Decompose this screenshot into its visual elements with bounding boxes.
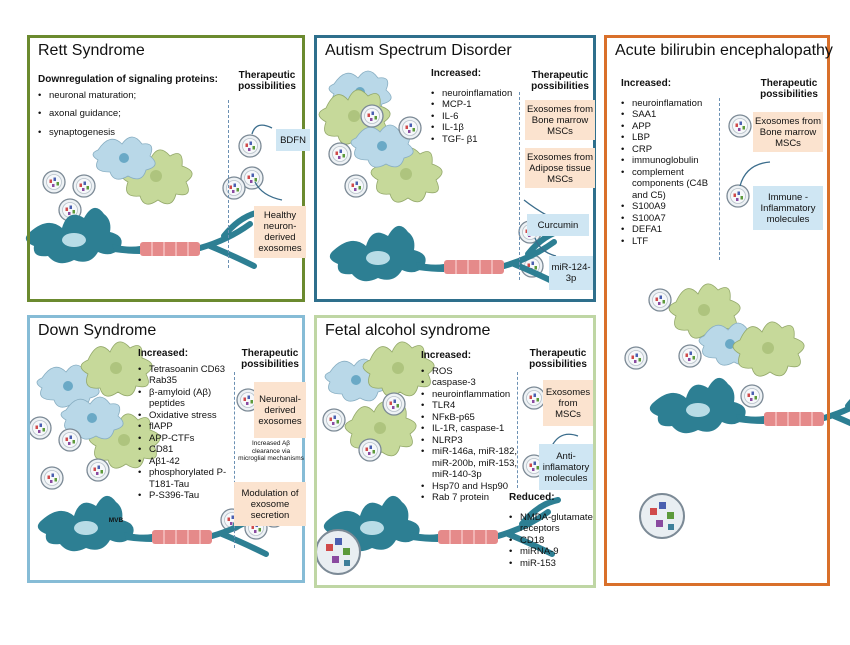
- rett-arrow-1: [251, 124, 273, 135]
- down-mvb-label: MVB: [108, 517, 124, 524]
- bilirubin-arrow: [739, 161, 771, 187]
- rett-title: Rett Syndrome: [38, 42, 145, 59]
- fetal-box-anti-inflammatory: Anti-inflamatory molecules: [539, 444, 593, 490]
- list-item: APP-CTFs: [138, 433, 234, 445]
- fetal-therapeutic-title: Therapeutic possibilities: [529, 348, 587, 370]
- list-item: LTF: [621, 236, 719, 248]
- list-item: SAA1: [621, 109, 719, 121]
- bilirubin-text: Increased: neuroinflamation SAA1 APP LBP…: [621, 78, 719, 247]
- down-divider: [234, 372, 235, 548]
- autism-box-bm-mscs: Exosomes from Bone marrow MSCs: [525, 100, 595, 140]
- list-item: P-S396-Tau: [138, 490, 234, 502]
- autism-box-curcumin: Curcumin: [527, 214, 589, 236]
- list-item: complement components (C4B and C5): [621, 167, 719, 202]
- list-item: APP: [621, 121, 719, 133]
- rett-box-bdfn: BDFN: [276, 129, 310, 151]
- list-item: synaptogenesis: [38, 127, 228, 139]
- list-item: Aβ1-42: [138, 456, 234, 468]
- down-panel: Down Syndrome Increased: Tetrasoanin CD6…: [27, 315, 306, 583]
- fetal-reduced-text: Reduced: NMDA-glutamate receptors CD18 m…: [509, 492, 595, 569]
- list-item: immunoglobulin: [621, 155, 719, 167]
- autism-list: neuroinflamation MCP-1 IL-6 IL-1β TGF- β…: [431, 88, 523, 146]
- list-item: Hsp70 and Hsp90: [421, 481, 521, 493]
- autism-divider: [519, 92, 520, 280]
- list-item: TGF- β1: [431, 134, 523, 146]
- autism-text: Increased: neuroinflamation MCP-1 IL-6 I…: [431, 68, 523, 145]
- autism-arrow-2: [534, 237, 557, 257]
- list-item: neuroinflamation: [431, 88, 523, 100]
- list-item: S100A7: [621, 213, 719, 225]
- rett-heading: Downregulation of signaling proteins:: [38, 74, 219, 85]
- rett-box-healthy-exosomes: Healthy neuron-derived exosomes: [254, 206, 306, 258]
- down-list: Tetrasoanin CD63 Rab35 β-amyloid (Aβ) pe…: [138, 364, 234, 502]
- rett-list: neuronal maturation; axonal guidance; sy…: [38, 90, 228, 139]
- list-item: miR-153: [509, 558, 595, 570]
- bilirubin-divider: [719, 98, 720, 260]
- bilirubin-box-bm-mscs: Exosomes from Bone marrow MSCs: [753, 112, 823, 152]
- list-item: Oxidative stress: [138, 410, 234, 422]
- list-item: S100A9: [621, 201, 719, 213]
- bilirubin-title: Acute bilirubin encephalopathy: [615, 42, 833, 59]
- list-item: neuroinflammation: [421, 389, 521, 401]
- list-item: β-amyloid (Aβ) peptides: [138, 387, 234, 410]
- list-item: LBP: [621, 132, 719, 144]
- list-item: Rab35: [138, 375, 234, 387]
- down-box-modulation: Modulation of exosome secretion: [234, 482, 306, 526]
- rett-arrow-2: [254, 181, 283, 201]
- list-item: ROS: [421, 366, 521, 378]
- list-item: DEFA1: [621, 224, 719, 236]
- down-box-neuronal-exosomes: Neuronal-derived exosomes: [254, 382, 306, 438]
- down-heading: Increased:: [138, 348, 189, 359]
- fetal-reduced-list: NMDA-glutamate receptors CD18 miRNA-9 mi…: [509, 512, 595, 570]
- fetal-heading: Increased:: [421, 350, 472, 361]
- list-item: NMDA-glutamate receptors: [509, 512, 595, 535]
- autism-therapeutic-title: Therapeutic possibilities: [531, 70, 589, 92]
- autism-panel: Autism Spectrum Disorder Increased: neur…: [314, 35, 596, 302]
- list-item: NLRP3: [421, 435, 521, 447]
- fetal-box-mscs: Exosomes from MSCs: [543, 380, 593, 426]
- rett-text: Downregulation of signaling proteins: ne…: [38, 74, 228, 145]
- bilirubin-panel: Acute bilirubin encephalopathy Increased…: [604, 35, 833, 586]
- list-item: flAPP: [138, 421, 234, 433]
- list-item: miRNA-9: [509, 546, 595, 558]
- list-item: phosphorylated P-T181-Tau: [138, 467, 234, 490]
- list-item: CD81: [138, 444, 234, 456]
- list-item: IL-1β: [431, 122, 523, 134]
- autism-box-mir124: miR-124-3p: [549, 256, 593, 290]
- fetal-divider: [517, 372, 518, 488]
- rett-therapeutic-title: Therapeutic possibilities: [238, 70, 296, 92]
- down-note: Increased Aβ clearance via microglial me…: [238, 440, 304, 462]
- rett-divider: [228, 100, 229, 268]
- list-item: TLR4: [421, 400, 521, 412]
- rett-panel: Rett Syndrome Downregulation of signalin…: [27, 35, 310, 302]
- fetal-panel: Fetal alcohol syndrome Increased: ROS ca…: [314, 315, 596, 588]
- list-item: IL-6: [431, 111, 523, 123]
- list-item: MCP-1: [431, 99, 523, 111]
- fetal-list: ROS caspase-3 neuroinflammation TLR4 NFκ…: [421, 366, 521, 504]
- bilirubin-list: neuroinflamation SAA1 APP LBP CRP immuno…: [621, 98, 719, 248]
- list-item: IL-1R, caspase-1: [421, 423, 521, 435]
- down-title: Down Syndrome: [38, 322, 157, 339]
- list-item: neuroinflamation: [621, 98, 719, 110]
- list-item: neuronal maturation;: [38, 90, 228, 102]
- list-item: miR-146a, miR-182, miR-200b, miR-153, mi…: [421, 446, 521, 481]
- bilirubin-box-immune: Immune - Inflammatory molecules: [753, 186, 823, 230]
- autism-heading: Increased:: [431, 68, 482, 79]
- list-item: caspase-3: [421, 377, 521, 389]
- down-text: Increased: Tetrasoanin CD63 Rab35 β-amyl…: [138, 348, 234, 502]
- autism-box-adipose-mscs: Exosomes from Adipose tissue MSCs: [525, 148, 595, 188]
- bilirubin-therapeutic-title: Therapeutic possibilities: [760, 78, 818, 100]
- list-item: CD18: [509, 535, 595, 547]
- fetal-text: Increased: ROS caspase-3 neuroinflammati…: [421, 350, 521, 504]
- list-item: NFκB-p65: [421, 412, 521, 424]
- down-therapeutic-title: Therapeutic possibilities: [241, 348, 299, 370]
- bilirubin-heading: Increased:: [621, 78, 672, 89]
- autism-title: Autism Spectrum Disorder: [325, 42, 512, 59]
- list-item: Tetrasoanin CD63: [138, 364, 234, 376]
- fetal-title: Fetal alcohol syndrome: [325, 322, 491, 339]
- list-item: Rab 7 protein: [421, 492, 521, 504]
- fetal-reduced-heading: Reduced:: [509, 492, 555, 503]
- list-item: CRP: [621, 144, 719, 156]
- list-item: axonal guidance;: [38, 108, 228, 120]
